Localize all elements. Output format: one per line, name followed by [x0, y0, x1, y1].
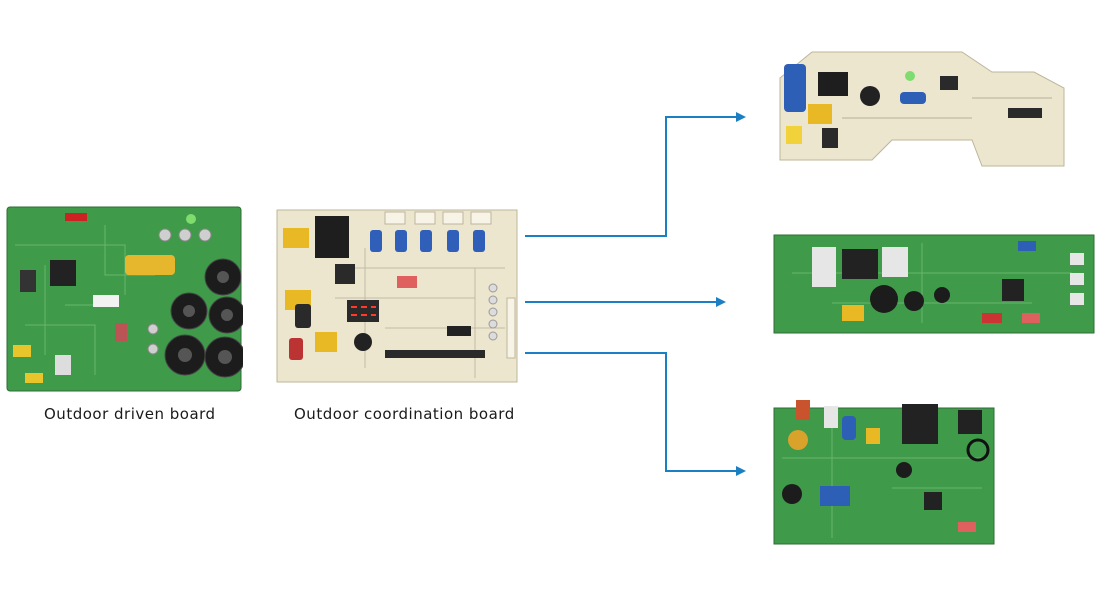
outdoor-coordination-board-image: [276, 209, 518, 383]
indoor-board-3-image: [773, 400, 995, 545]
indoor-board-2-image: [773, 234, 1095, 334]
caption-outdoor-coordination-board: Outdoor coordination board: [294, 405, 515, 423]
indoor-board-1-image: [779, 51, 1065, 167]
arrow-to-board-1: [525, 112, 746, 237]
outdoor-driven-board-image: [6, 206, 243, 392]
arrow-to-board-3: [525, 352, 746, 476]
caption-outdoor-driven-board: Outdoor driven board: [44, 405, 216, 423]
